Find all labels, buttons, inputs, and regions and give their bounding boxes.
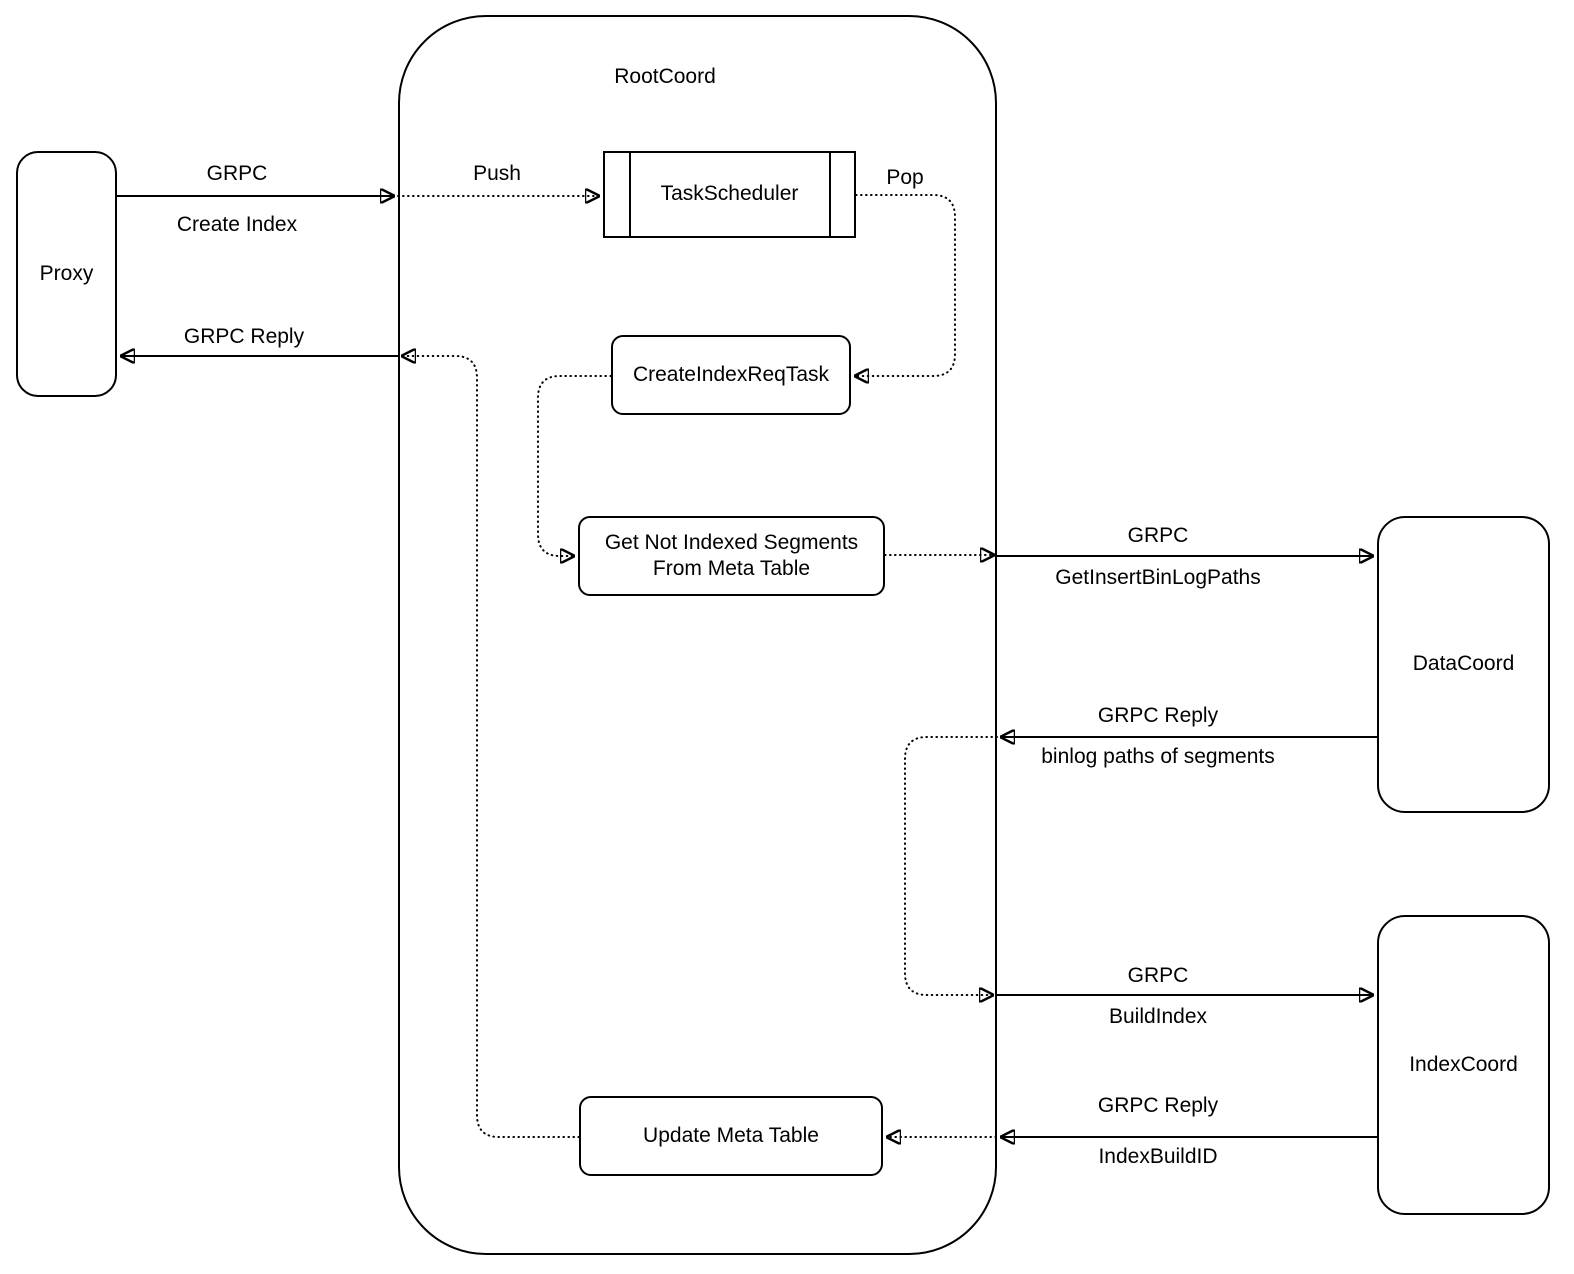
grpc-index-build-id-detail-label: IndexBuildID — [1098, 1145, 1218, 1168]
update-meta-table-node: Update Meta Table — [579, 1096, 883, 1176]
data-coord-node: DataCoord — [1377, 516, 1550, 813]
grpc-get-insert-binlog-protocol-label: GRPC — [1127, 524, 1189, 547]
grpc-create-index-protocol-label: GRPC — [206, 162, 268, 185]
grpc-get-insert-binlog-detail-label: GetInsertBinLogPaths — [1055, 566, 1261, 589]
data-coord-label: DataCoord — [1412, 652, 1515, 676]
get-not-indexed-segments-node: Get Not Indexed Segments From Meta Table — [578, 516, 885, 596]
grpc-reply-proxy-label: GRPC Reply — [183, 325, 305, 348]
edge-update-meta-to-reply-line — [400, 356, 580, 1138]
proxy-label: Proxy — [39, 261, 94, 285]
get-not-indexed-segments-label-line2: From Meta Table — [652, 557, 811, 580]
task-scheduler-left-bar — [629, 153, 631, 236]
create-index-req-task-node: CreateIndexReqTask — [611, 335, 851, 415]
update-meta-table-label: Update Meta Table — [643, 1123, 819, 1147]
pop-label: Pop — [886, 166, 924, 189]
grpc-build-index-detail-label: BuildIndex — [1108, 1005, 1208, 1028]
grpc-create-index-detail-label: Create Index — [176, 213, 298, 236]
grpc-binlog-reply-protocol-label: GRPC Reply — [1097, 704, 1219, 727]
push-label: Push — [473, 162, 521, 185]
get-not-indexed-segments-label-line1: Get Not Indexed Segments — [604, 530, 859, 554]
grpc-index-build-id-protocol-label: GRPC Reply — [1097, 1094, 1219, 1117]
task-scheduler-label: TaskScheduler — [660, 182, 799, 206]
grpc-build-index-protocol-label: GRPC — [1127, 964, 1189, 987]
proxy-node: Proxy — [16, 151, 117, 397]
task-scheduler-node: TaskScheduler — [603, 151, 856, 238]
edge-reply-to-buildindex-line — [904, 736, 998, 995]
index-coord-label: IndexCoord — [1409, 1052, 1518, 1076]
grpc-binlog-reply-detail-label: binlog paths of segments — [1041, 745, 1275, 768]
task-scheduler-right-bar — [829, 153, 831, 236]
edge-create-task-to-get-segments-line — [537, 375, 612, 556]
root-coord-title: RootCoord — [614, 65, 716, 88]
create-index-req-task-label: CreateIndexReqTask — [632, 362, 830, 386]
index-coord-node: IndexCoord — [1377, 915, 1550, 1215]
edge-pop-line — [853, 194, 956, 376]
